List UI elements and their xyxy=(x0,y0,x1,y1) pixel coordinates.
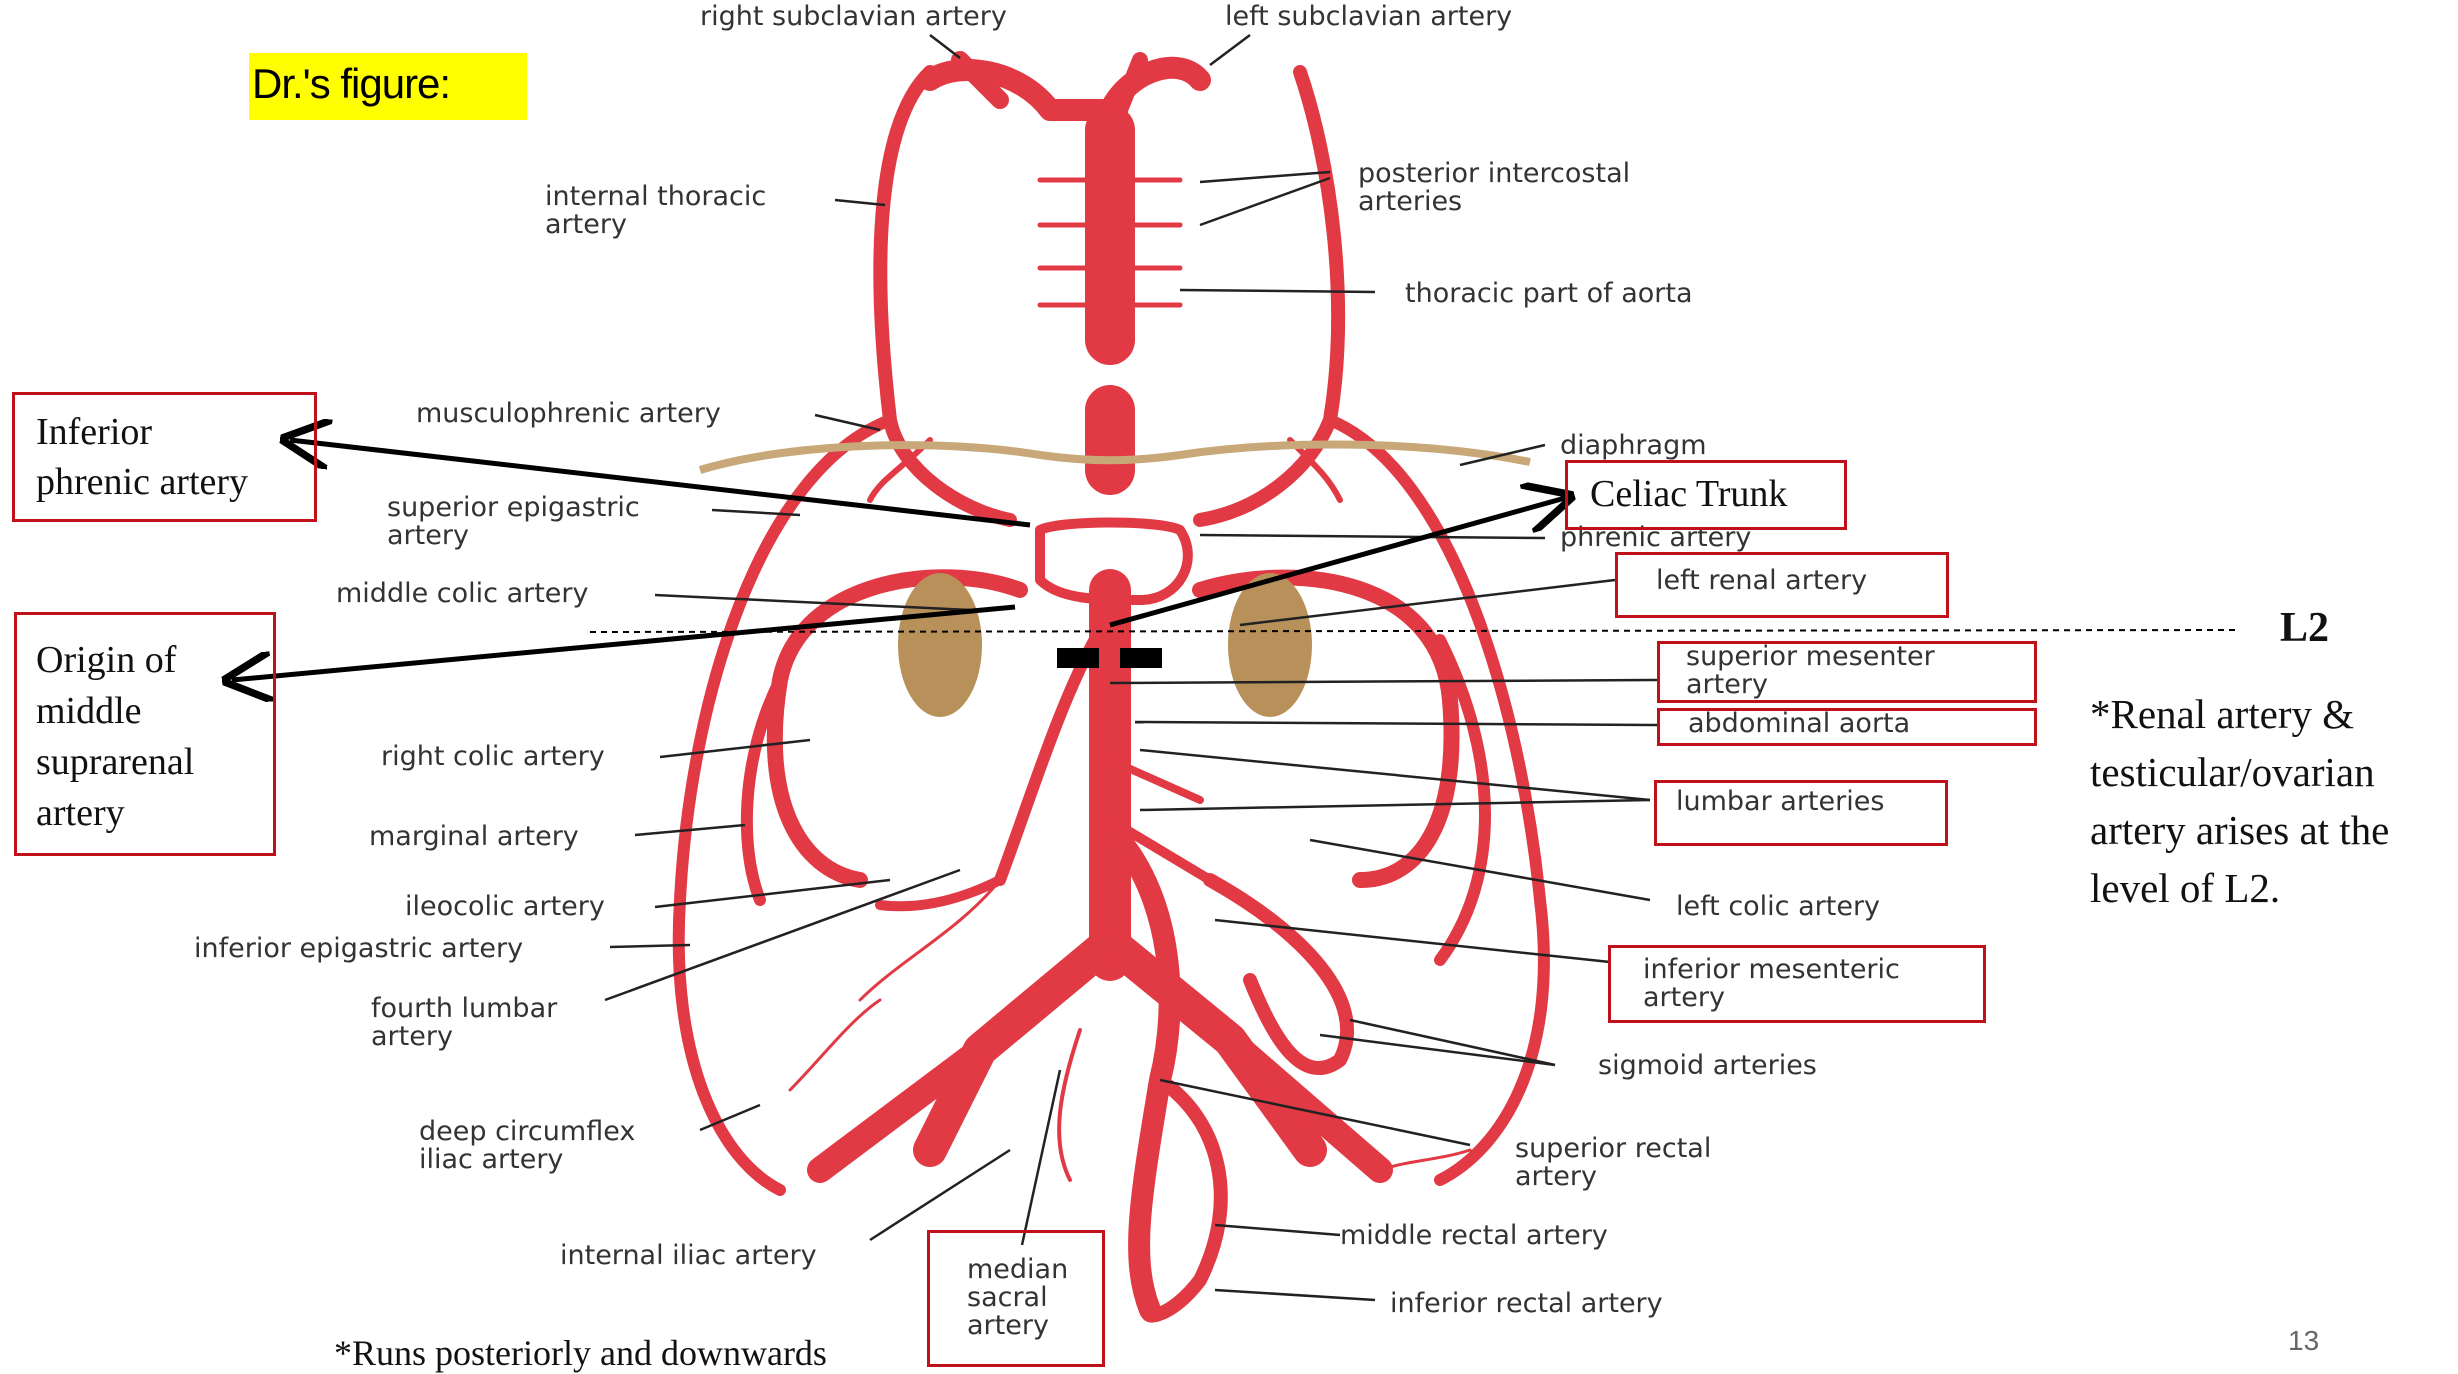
label-posterior-intercostal: posterior intercostal arteries xyxy=(1358,160,1630,216)
right-internal-thoracic-artery xyxy=(880,72,1010,520)
page-number: 13 xyxy=(2288,1325,2319,1357)
leader-lumbar-2 xyxy=(1140,800,1650,810)
annotation-l2: L2 xyxy=(2280,604,2329,652)
leader-abdominal-aorta xyxy=(1135,722,1658,725)
leader-ileocolic xyxy=(655,880,890,907)
left-black-block xyxy=(1057,648,1099,668)
label-right-colic: right colic artery xyxy=(381,743,605,771)
label-right-subclavian: right subclavian artery xyxy=(700,3,1007,31)
leader-inferior-mesenteric xyxy=(1215,920,1610,962)
box-lumbar xyxy=(1654,780,1948,846)
fine-branch-a xyxy=(790,1000,880,1090)
label-internal-iliac: internal iliac artery xyxy=(560,1242,817,1270)
leader-median-sacral xyxy=(1022,1070,1060,1245)
box-left-renal xyxy=(1615,552,1949,618)
label-musculophrenic: musculophrenic artery xyxy=(416,400,721,428)
box-abdominal-aorta xyxy=(1657,708,2037,746)
label-superior-rectal: superior rectal artery xyxy=(1515,1135,1711,1191)
label-marginal: marginal artery xyxy=(369,823,579,851)
right-black-block xyxy=(1120,648,1162,668)
leader-lumbar-1 xyxy=(1140,750,1650,800)
middle-colic-arc xyxy=(775,577,1020,880)
box-superior-mesenteric xyxy=(1657,641,2037,703)
leader-superior-mesenteric xyxy=(1110,680,1658,683)
label-fourth-lumbar: fourth lumbar artery xyxy=(371,995,557,1051)
annotation-runs-note: *Runs posteriorly and downwards xyxy=(334,1332,827,1374)
label-middle-colic: middle colic artery xyxy=(336,580,589,608)
annotation-inferior-phrenic: Inferior phrenic artery xyxy=(36,407,248,507)
fine-branch-c xyxy=(1059,1030,1080,1180)
label-left-subclavian: left subclavian artery xyxy=(1225,3,1512,31)
leader-left-subclavian xyxy=(1210,35,1250,65)
leader-fourth-lumbar xyxy=(605,870,960,1000)
label-ileocolic: ileocolic artery xyxy=(405,893,605,921)
leader-inferior-rectal xyxy=(1215,1290,1375,1300)
leader-right-colic xyxy=(660,740,810,757)
label-thoracic-aorta: thoracic part of aorta xyxy=(1405,280,1693,308)
label-inferior-epigastric: inferior epigastric artery xyxy=(194,935,523,963)
left-kidney xyxy=(1228,573,1312,717)
box-median-sacral xyxy=(927,1230,1105,1367)
left-common-carotid xyxy=(1120,60,1140,110)
arrow-celiac-trunk xyxy=(1110,498,1565,625)
label-internal-thoracic: internal thoracic artery xyxy=(545,183,766,239)
arrow-middle-suprarenal xyxy=(232,607,1015,680)
box-inferior-mesenteric xyxy=(1608,945,1986,1023)
leader-thoracic-aorta xyxy=(1180,290,1375,292)
label-deep-circumflex: deep circumflex iliac artery xyxy=(419,1118,635,1174)
leader-post-intercostal-1 xyxy=(1200,172,1330,182)
annotation-renal-note: *Renal artery & testicular/ovarian arter… xyxy=(2090,685,2389,917)
leader-right-subclavian xyxy=(930,35,960,58)
label-left-colic: left colic artery xyxy=(1676,893,1880,921)
label-sigmoid: sigmoid arteries xyxy=(1598,1052,1817,1080)
annotation-celiac-trunk: Celiac Trunk xyxy=(1590,472,1787,516)
label-diaphragm: diaphragm xyxy=(1560,432,1707,460)
label-middle-rectal: middle rectal artery xyxy=(1340,1222,1608,1250)
label-inferior-rectal: inferior rectal artery xyxy=(1390,1290,1663,1318)
label-superior-epigastric: superior epigastric artery xyxy=(387,494,640,550)
right-kidney xyxy=(898,573,982,717)
leader-phrenic xyxy=(1200,535,1545,538)
leader-post-intercostal-2 xyxy=(1200,178,1330,225)
leader-middle-rectal xyxy=(1215,1225,1340,1235)
annotation-middle-suprarenal: Origin of middle suprarenal artery xyxy=(36,635,194,839)
